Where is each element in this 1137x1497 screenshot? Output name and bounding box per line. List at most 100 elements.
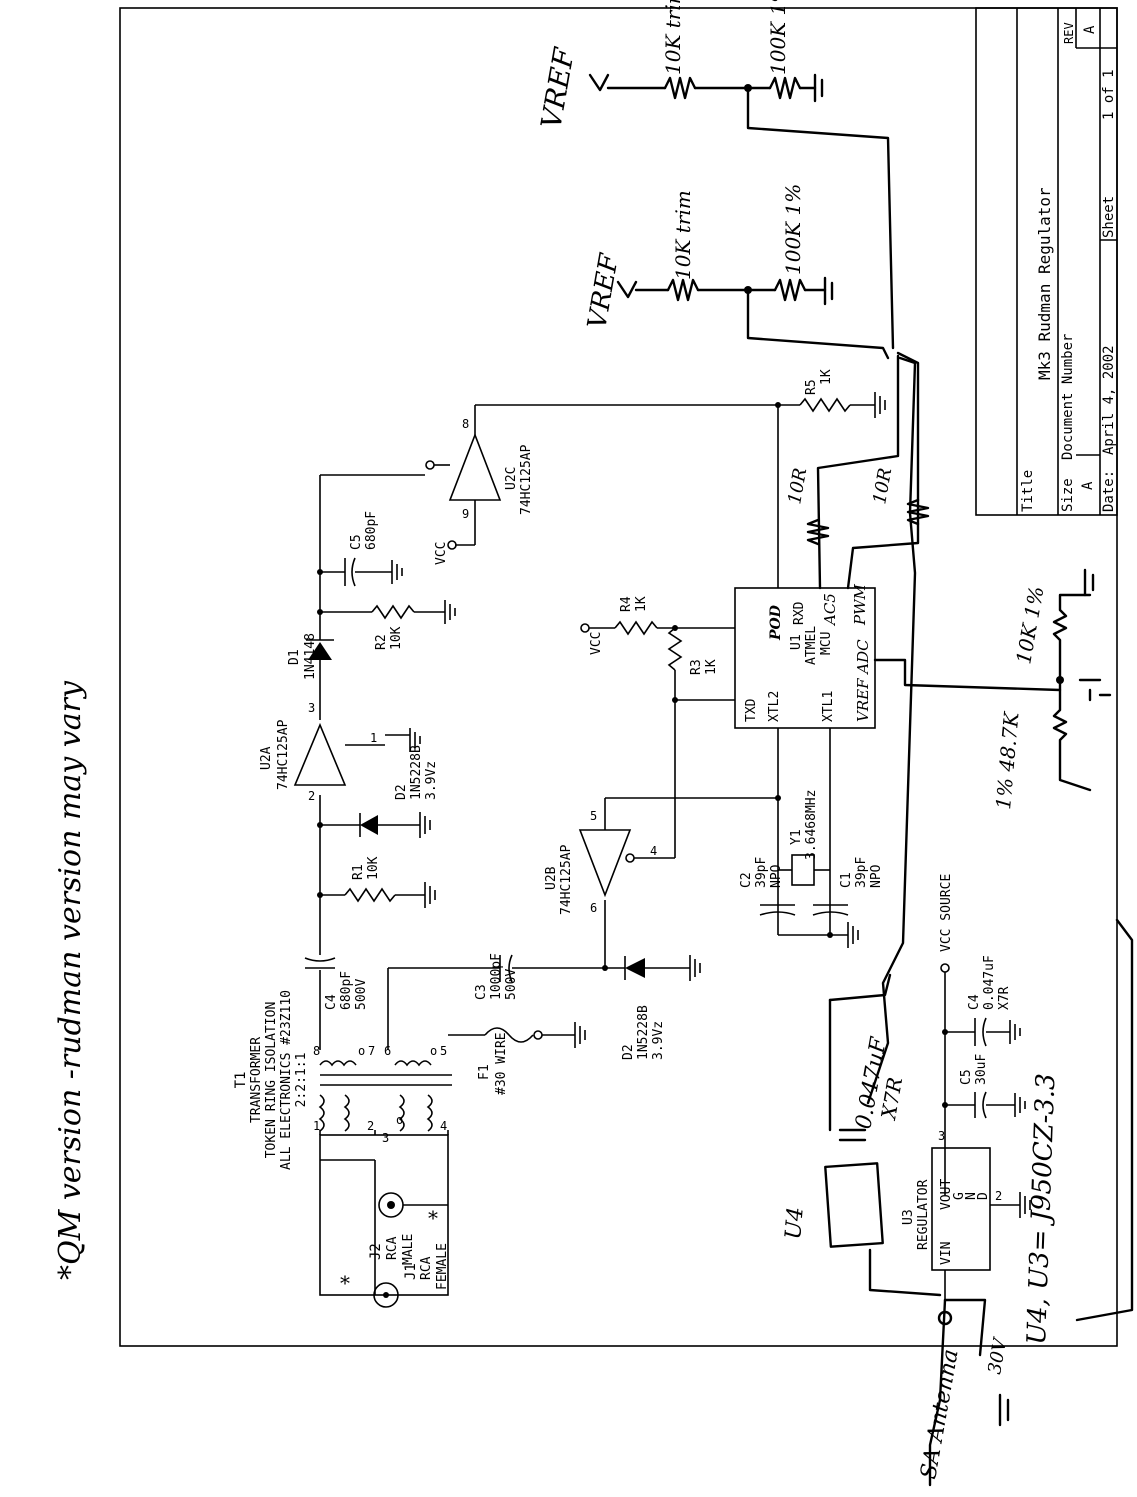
svg-text:8: 8 — [313, 1044, 320, 1058]
date-value: April 4, 2002 — [1101, 345, 1117, 455]
r4-value: 1K — [634, 596, 649, 612]
ground-symbol — [444, 600, 456, 624]
vcc-label-r4: VCC — [589, 632, 604, 655]
handwritten-100k-2: 100K 1% — [781, 184, 805, 275]
handwritten-annotations: *QM version -rudman version may vary VRE… — [53, 0, 1134, 1487]
r4-ref: R4 — [619, 596, 634, 612]
j1-label-2: FEMALE — [435, 1243, 450, 1290]
svg-text:7: 7 — [368, 1044, 375, 1058]
crystal-oscillator: Y1 3.6468MHz C2 39pF NPO C1 39pF NPO — [739, 790, 884, 948]
u2b-buffer — [578, 829, 632, 898]
size-value: A — [1080, 481, 1096, 490]
sheet-label: Sheet — [1101, 196, 1117, 238]
svg-text:6: 6 — [590, 901, 597, 915]
c4a-ref: C4 — [324, 994, 339, 1010]
handwritten-trim-1: 10K trim — [661, 0, 685, 75]
u1-ac5-handwritten: AC5 — [821, 593, 839, 627]
svg-text:3: 3 — [938, 1129, 945, 1143]
c5b-value: 30uF — [974, 1054, 989, 1085]
c2-ref: C2 — [739, 872, 754, 888]
title-value: Mk3 Rudman Regulator — [1035, 187, 1054, 380]
ground-symbol — [1019, 1192, 1031, 1218]
svg-text:6: 6 — [384, 1044, 391, 1058]
handwritten-note: *QM version -rudman version may vary — [53, 680, 88, 1280]
handwritten-100k-1: 100K 1% — [766, 0, 790, 75]
u1-label-1: ATMEL — [804, 626, 819, 665]
r1-ref: R1 — [351, 864, 366, 880]
c5a-value: 680pF — [364, 511, 379, 550]
rev-label: REV — [1062, 22, 1076, 44]
svg-text:4: 4 — [440, 1119, 447, 1133]
svg-text:o: o — [430, 1044, 437, 1058]
sheet-value: 1 of 1 — [1101, 69, 1117, 120]
handwritten-u4-u3-part: U4, U3= J950CZ-3.3 — [1022, 1073, 1061, 1346]
f1-fuse — [484, 1027, 534, 1043]
u2b-ref: U2B — [544, 866, 559, 890]
size-label: Size — [1060, 478, 1076, 512]
ground-symbol — [1009, 1020, 1021, 1044]
u2a-part: 74HC125AP — [276, 719, 291, 790]
c4a-value: 680pF — [339, 971, 354, 1010]
rx-chain: C3 1000pF 500V D2 1N5228B 3.9Vz F1 #30 W… — [387, 699, 778, 1095]
vcc-source-label: VCC SOURCE — [939, 874, 954, 952]
c4a-voltage: 500V — [354, 979, 369, 1010]
c2-value: 39pF — [754, 857, 769, 888]
ground-symbol — [574, 1022, 586, 1048]
u1-xtl1: XTL1 — [821, 691, 836, 722]
svg-text:1: 1 — [370, 731, 377, 745]
y1-frequency: 3.6468MHz — [804, 790, 819, 860]
power-supply: VCC SOURCE C4 0.047uF X7R C5 30uF VIN VO… — [901, 874, 1031, 1300]
j2-ref: J2 — [368, 1243, 384, 1260]
t1-label-2: TOKEN RING ISOLATION — [264, 1002, 279, 1159]
svg-text:2: 2 — [367, 1119, 374, 1133]
rca-female-jack — [373, 1282, 399, 1308]
d2b-part: 1N5228B — [636, 1005, 651, 1060]
svg-text:5: 5 — [590, 809, 597, 823]
c4b-value: 0.047uF — [982, 955, 997, 1010]
c5a-ref: C5 — [349, 534, 364, 550]
d2b-ref: D2 — [621, 1044, 636, 1060]
svg-text:N: N — [964, 1192, 979, 1200]
u3-vout: VOUT — [939, 1179, 954, 1210]
u3-label: REGULATOR — [916, 1179, 931, 1250]
j1-label-1: RCA — [419, 1256, 434, 1280]
d2a-voltage: 3.9Vz — [424, 761, 439, 800]
t1-label-3: ALL ELECTRONICS #23Z110 — [279, 990, 294, 1170]
svg-text:1: 1 — [313, 1119, 320, 1133]
u2c-buffer — [448, 432, 502, 501]
svg-text:D: D — [976, 1192, 991, 1200]
c4b-ref: C4 — [967, 994, 982, 1010]
u2c-buffer-group: 8 9 VCC U2C 74HC125AP — [425, 404, 778, 565]
ground-symbol — [847, 922, 859, 948]
handwritten-u4: U4 — [781, 1206, 809, 1241]
handwritten-u4-box — [824, 1162, 884, 1248]
svg-text:5: 5 — [440, 1044, 447, 1058]
resistor-r5: R5 1K — [778, 369, 886, 418]
u1-ref: U1 — [789, 634, 804, 650]
docnum-label: Document Number — [1060, 334, 1076, 460]
d1-diode — [308, 642, 332, 660]
u1-xtl2: XTL2 — [767, 691, 782, 722]
ground-symbol — [424, 882, 436, 908]
f1-ref: F1 — [477, 1064, 492, 1080]
j2-label-2: MALE — [401, 1234, 416, 1265]
ground-symbol — [689, 955, 701, 981]
d2a-ref: D2 — [394, 784, 409, 800]
r3-value: 1K — [704, 659, 719, 675]
svg-text:9: 9 — [462, 507, 469, 521]
d1-part: 1N4148 — [303, 633, 318, 680]
svg-text:*: * — [428, 1206, 438, 1230]
j1-ref: J1 — [403, 1263, 419, 1280]
svg-text:8: 8 — [462, 417, 469, 431]
date-label: Date: — [1101, 470, 1117, 512]
svg-text:G: G — [952, 1192, 967, 1200]
u1-pod-handwritten: POD — [768, 604, 784, 641]
handwritten-48k: 1% 48.7K — [991, 710, 1024, 810]
svg-text:o: o — [358, 1044, 365, 1058]
t1-label-4: 2:2:1:1 — [294, 1053, 309, 1108]
u2a-buffer — [293, 722, 347, 786]
y1-ref: Y1 — [789, 829, 804, 845]
svg-text:o: o — [396, 1113, 403, 1127]
handwritten-sa-antenna: SA Antenna — [916, 1347, 963, 1481]
handwritten-trim-2: 10K trim — [671, 190, 695, 280]
